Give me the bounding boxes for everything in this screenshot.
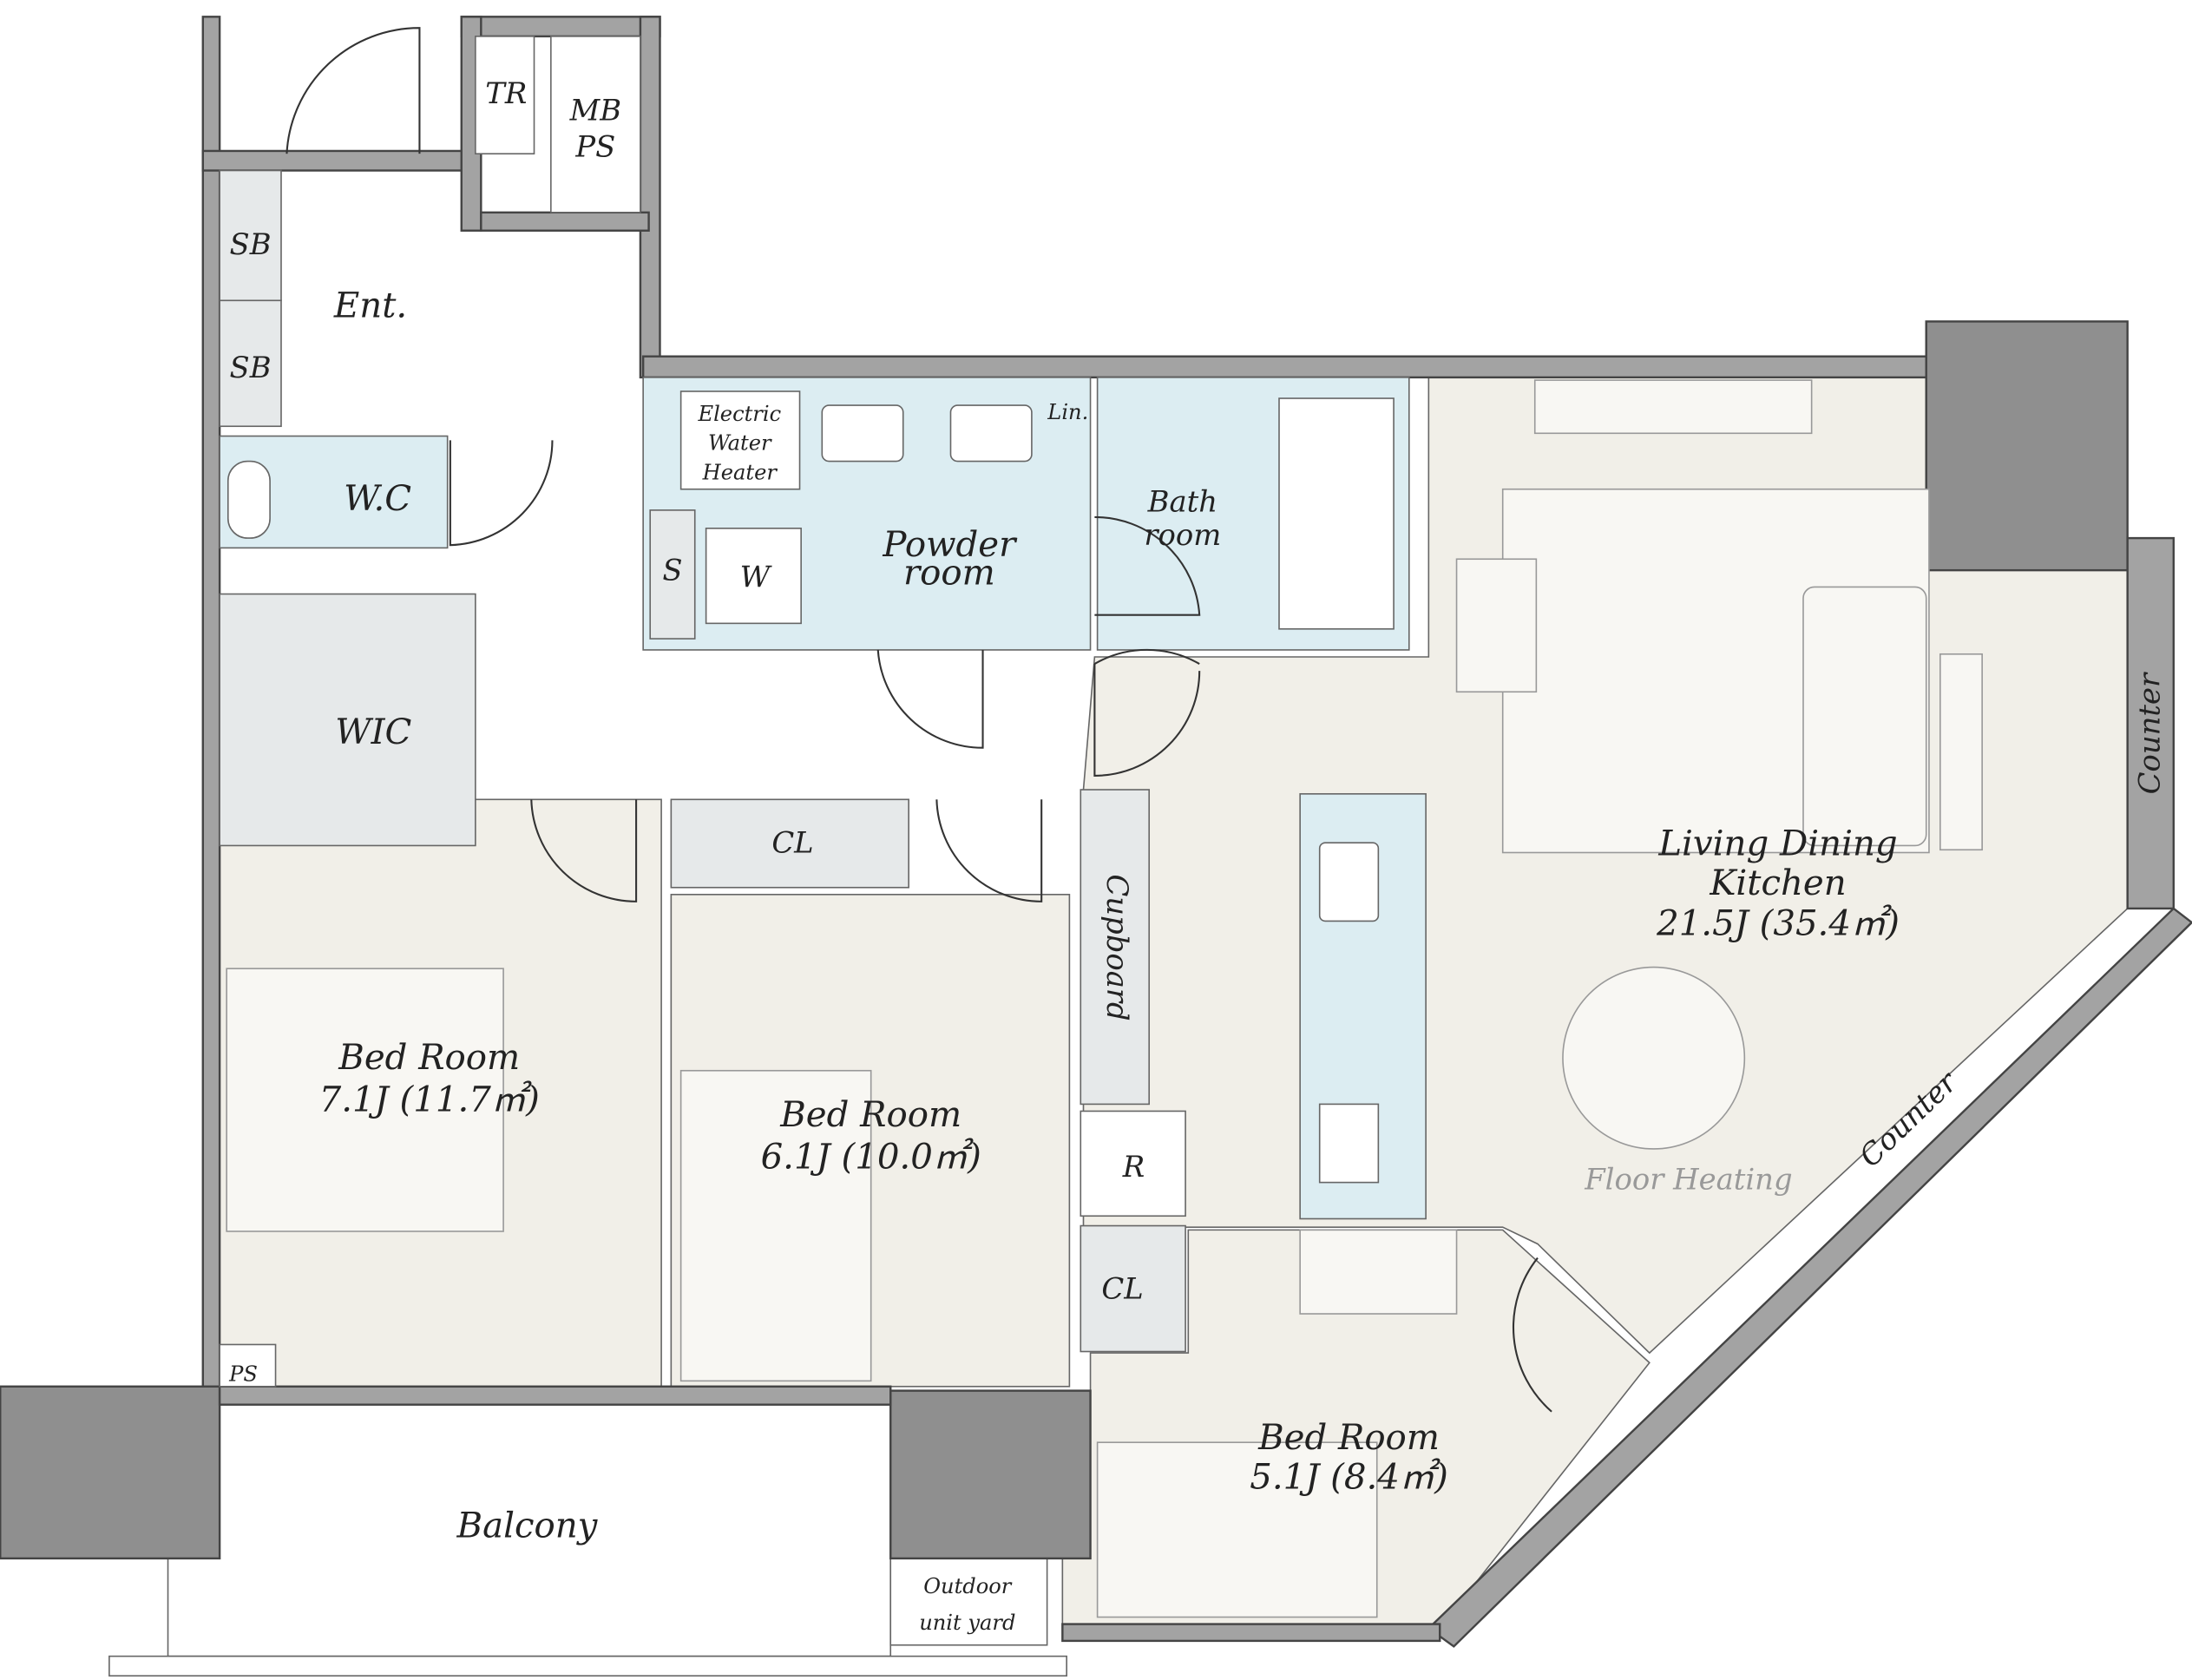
label-bedroom-1-area: 7.1J (11.7㎡) [319,1080,540,1119]
label-ldk-2: Kitchen [1709,863,1846,903]
label-bedroom-3-area: 5.1J (8.4㎡) [1250,1457,1448,1497]
walls [0,16,2192,1648]
label-bath-2: room [1144,518,1221,552]
label-heater-1: Electric [697,402,781,426]
label-ldk-1: Living Dining [1657,824,1897,864]
label-tr: TR [485,76,527,110]
furniture [226,379,1983,1618]
label-linen: Lin. [1047,400,1088,424]
label-bedroom-2-area: 6.1J (10.0㎡) [761,1138,981,1178]
label-heater-2: Water [708,431,772,456]
label-storage: S [662,553,682,587]
label-ps-top: PS [574,129,615,163]
label-entrance: Ent. [333,286,407,326]
balcony-rail [108,1655,1067,1677]
balcony-floor [167,1403,892,1657]
label-floor-heating: Floor Heating [1584,1163,1792,1197]
label-outdoor-2: unit yard [919,1611,1015,1635]
label-powder-2: room [903,553,995,593]
label-heater-3: Heater [702,460,778,484]
label-counter-right: Counter [2133,672,2167,794]
label-balcony: Balcony [456,1506,599,1546]
label-wc: W.C [344,479,411,519]
labels: TR MB PS SB SB Ent. W.C WIC Electric Wat… [228,76,2167,1635]
label-cupboard: Cupboard [1100,874,1134,1020]
doors [285,27,1552,1413]
label-sb-1: SB [230,227,272,261]
label-outdoor-1: Outdoor [923,1574,1013,1598]
label-bedroom-1: Bed Room [338,1038,520,1078]
label-wic: WIC [335,712,411,752]
label-ldk-area: 21.5J (35.4㎡) [1656,904,1900,944]
label-bedroom-3: Bed Room [1257,1418,1440,1458]
label-refrigerator: R [1122,1150,1145,1184]
service-rooms [219,36,1427,1388]
label-mb: MB [569,94,621,128]
label-ps-bottom: PS [228,1362,258,1386]
label-sb-2: SB [230,351,272,384]
label-bath-1: Bath [1147,484,1217,518]
label-closet-small: CL [1101,1271,1143,1305]
label-washer: W [740,560,773,594]
label-bedroom-2: Bed Room [779,1095,961,1135]
label-powder-1: Powder [882,525,1018,565]
outdoor-unit-yard [889,1558,1048,1646]
label-closet-top: CL [771,825,813,859]
